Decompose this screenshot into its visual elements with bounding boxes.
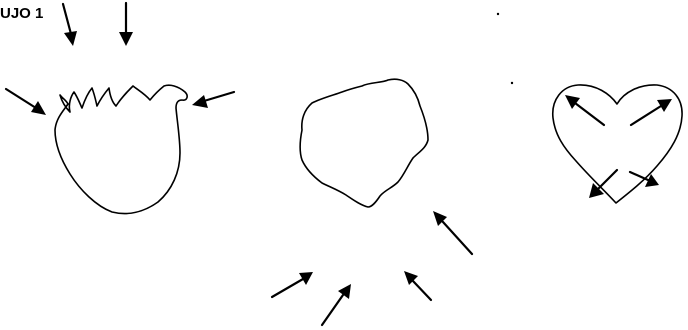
speck-mark: [511, 82, 513, 84]
arrowhead: [565, 95, 580, 109]
arrow-up-right: [272, 279, 303, 297]
arrowhead: [657, 99, 672, 112]
heart-anatomical-outline: [55, 85, 187, 213]
arrow-up-left: [575, 103, 604, 125]
arrow-left: [204, 92, 234, 101]
arrowhead: [192, 95, 208, 108]
arrowhead: [31, 101, 46, 115]
heart-symbol: [553, 85, 682, 203]
arrowhead: [338, 284, 351, 299]
arrowhead: [119, 32, 133, 46]
heart-irregular-outline: [300, 79, 428, 207]
arrow-down: [63, 4, 71, 34]
arrow-down-right: [630, 172, 648, 180]
arrow-down-left: [598, 170, 617, 189]
arrow-right: [6, 89, 36, 108]
arrowhead: [299, 272, 313, 285]
heart-irregular: [272, 79, 472, 325]
speck-mark: [497, 13, 499, 15]
arrowhead: [64, 31, 77, 46]
heart-anatomical: [6, 3, 234, 214]
arrow-up-left: [443, 222, 472, 254]
arrow-up-left: [413, 281, 431, 300]
arrow-up-right: [322, 295, 343, 325]
figure-label: UJO 1: [0, 5, 43, 22]
arrow-up-right: [631, 106, 661, 125]
